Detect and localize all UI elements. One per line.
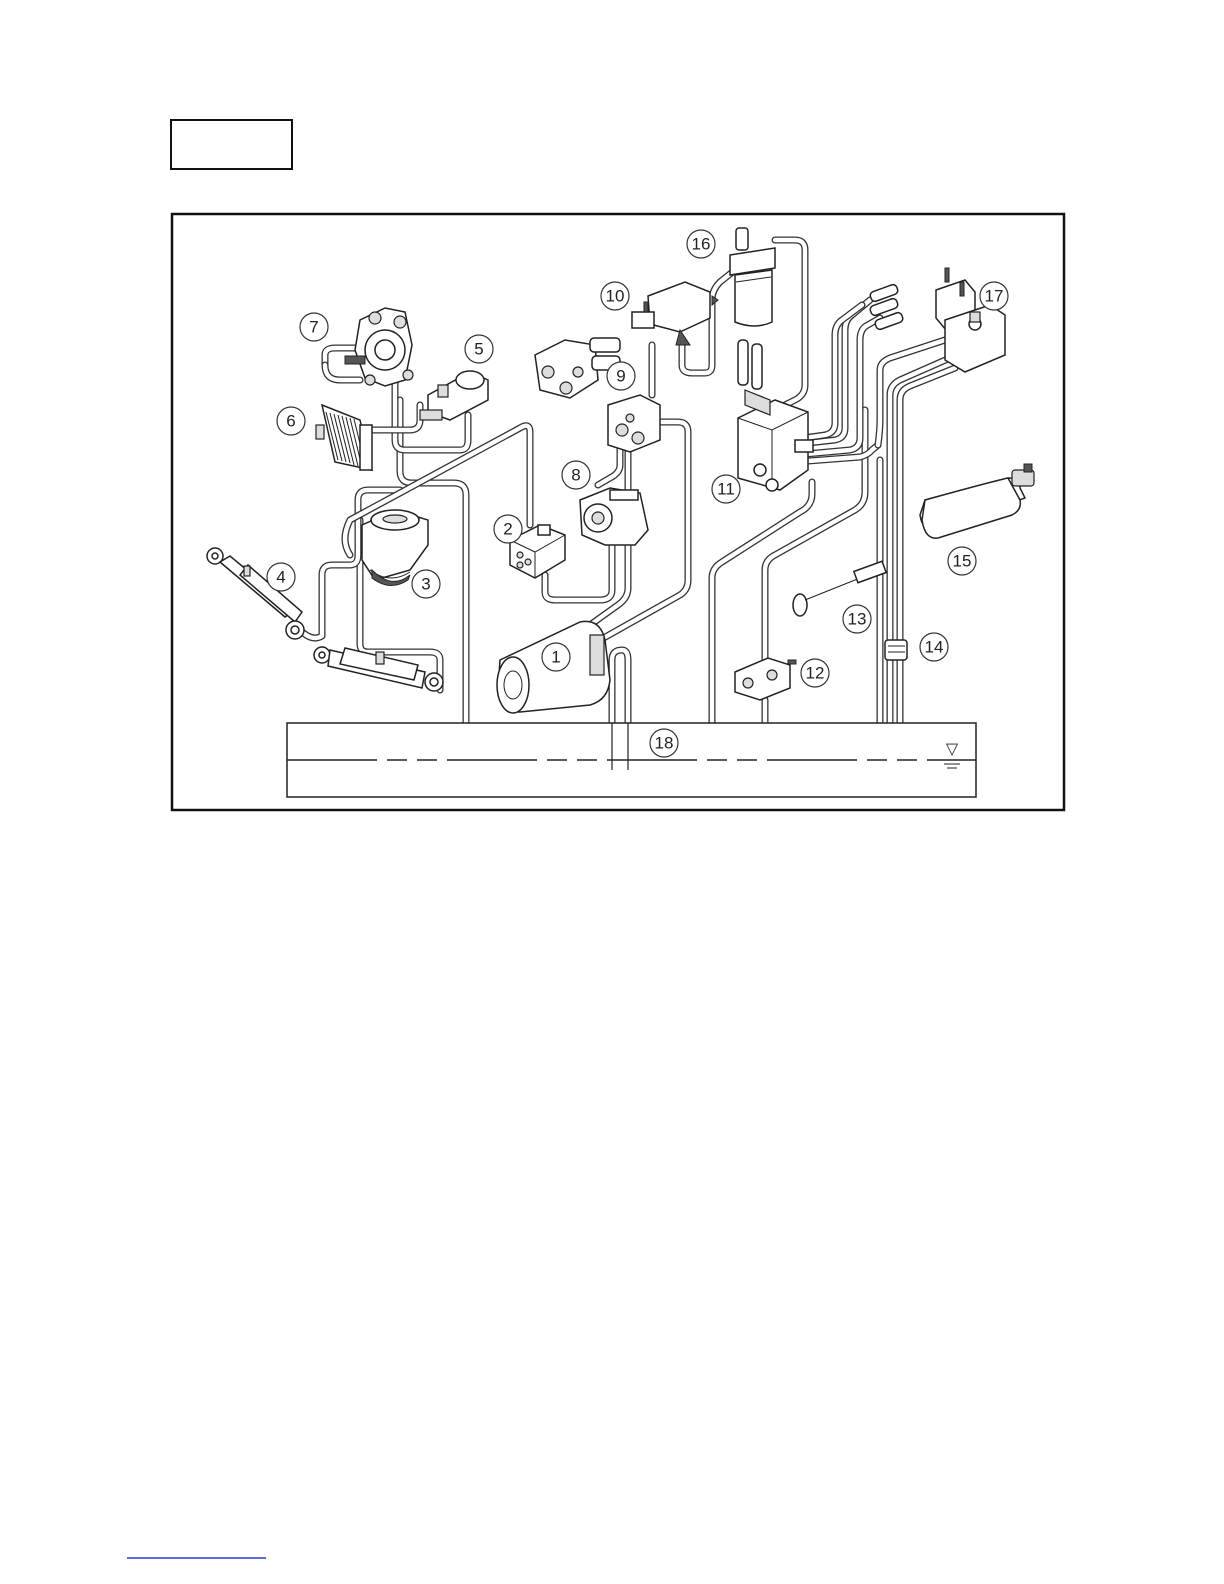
title-box: [171, 120, 292, 169]
callout-18: 18: [650, 729, 678, 757]
tank-level-symbol: ▽: [946, 739, 959, 758]
callout-5: 5: [465, 335, 493, 363]
callout-15-label: 15: [953, 552, 972, 571]
callout-8: 8: [562, 461, 590, 489]
callout-10-label: 10: [606, 287, 625, 306]
callout-18-label: 18: [655, 734, 674, 753]
callout-11: 11: [712, 475, 740, 503]
distribution-block: [608, 395, 660, 452]
callout-12: 12: [801, 659, 829, 687]
callout-9-label: 9: [616, 367, 625, 386]
callout-6: 6: [277, 407, 305, 435]
callout-7-label: 7: [309, 318, 318, 337]
callout-6-label: 6: [286, 412, 295, 431]
callout-9: 9: [607, 362, 635, 390]
callout-3: 3: [412, 570, 440, 598]
callout-2: 2: [494, 515, 522, 543]
component-14-breather: [885, 640, 907, 660]
callout-5-label: 5: [474, 340, 483, 359]
callout-15: 15: [948, 547, 976, 575]
callout-16: 16: [687, 230, 715, 258]
callout-13: 13: [843, 605, 871, 633]
callout-4: 4: [267, 563, 295, 591]
callout-2-label: 2: [503, 520, 512, 539]
callout-16-label: 16: [692, 235, 711, 254]
callout-1: 1: [542, 643, 570, 671]
callout-3-label: 3: [421, 575, 430, 594]
callout-7: 7: [300, 313, 328, 341]
callout-13-label: 13: [848, 610, 867, 629]
component-18-tank: ▽: [287, 723, 976, 797]
callout-11-label: 11: [717, 480, 735, 499]
callout-12-label: 12: [806, 664, 825, 683]
callout-14-label: 14: [925, 638, 944, 657]
callout-17-label: 17: [985, 287, 1004, 306]
callout-1-label: 1: [551, 648, 560, 667]
callout-10: 10: [601, 282, 629, 310]
component-8-hydraulic-motor: [580, 488, 648, 545]
callout-8-label: 8: [571, 466, 580, 485]
callout-17: 17: [980, 282, 1008, 310]
callout-14: 14: [920, 633, 948, 661]
callout-4-label: 4: [276, 568, 285, 587]
